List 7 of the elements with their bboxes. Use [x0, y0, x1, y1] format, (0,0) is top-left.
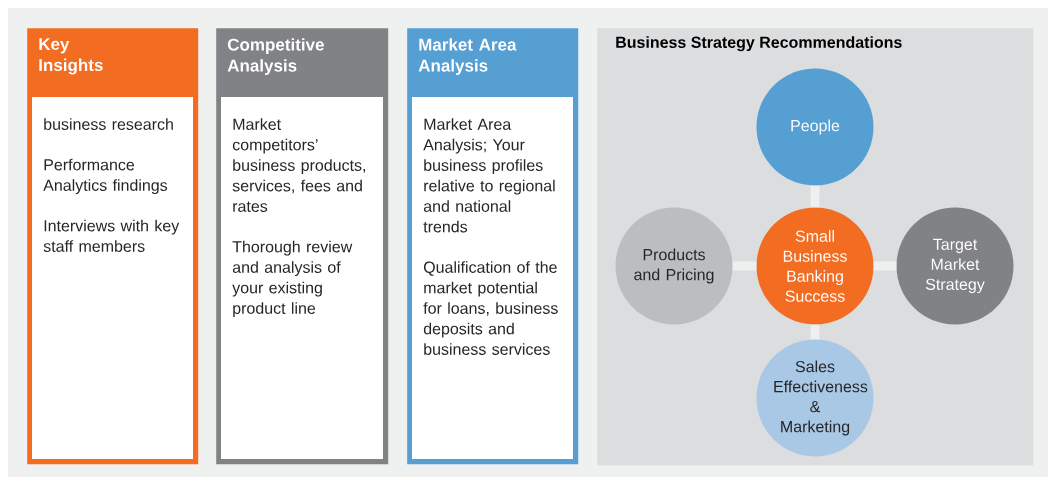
connector — [873, 261, 897, 271]
connector — [810, 185, 820, 208]
column-panel: Market Area Analysis Market Area Analysis; Your business profiles relative to regional and national trends Qualification of the market potential for loans, business deposits and business services — [407, 28, 579, 465]
column-panel: Key Insights business research Performance Analytics findings Interviews with key staff members — [27, 28, 199, 465]
connector — [732, 261, 757, 271]
connector — [810, 324, 820, 340]
column-panel: Competitive Analysis Market competitors’ business products, services, fees and rates Thorough review and analysis of your existing product line — [216, 28, 389, 465]
